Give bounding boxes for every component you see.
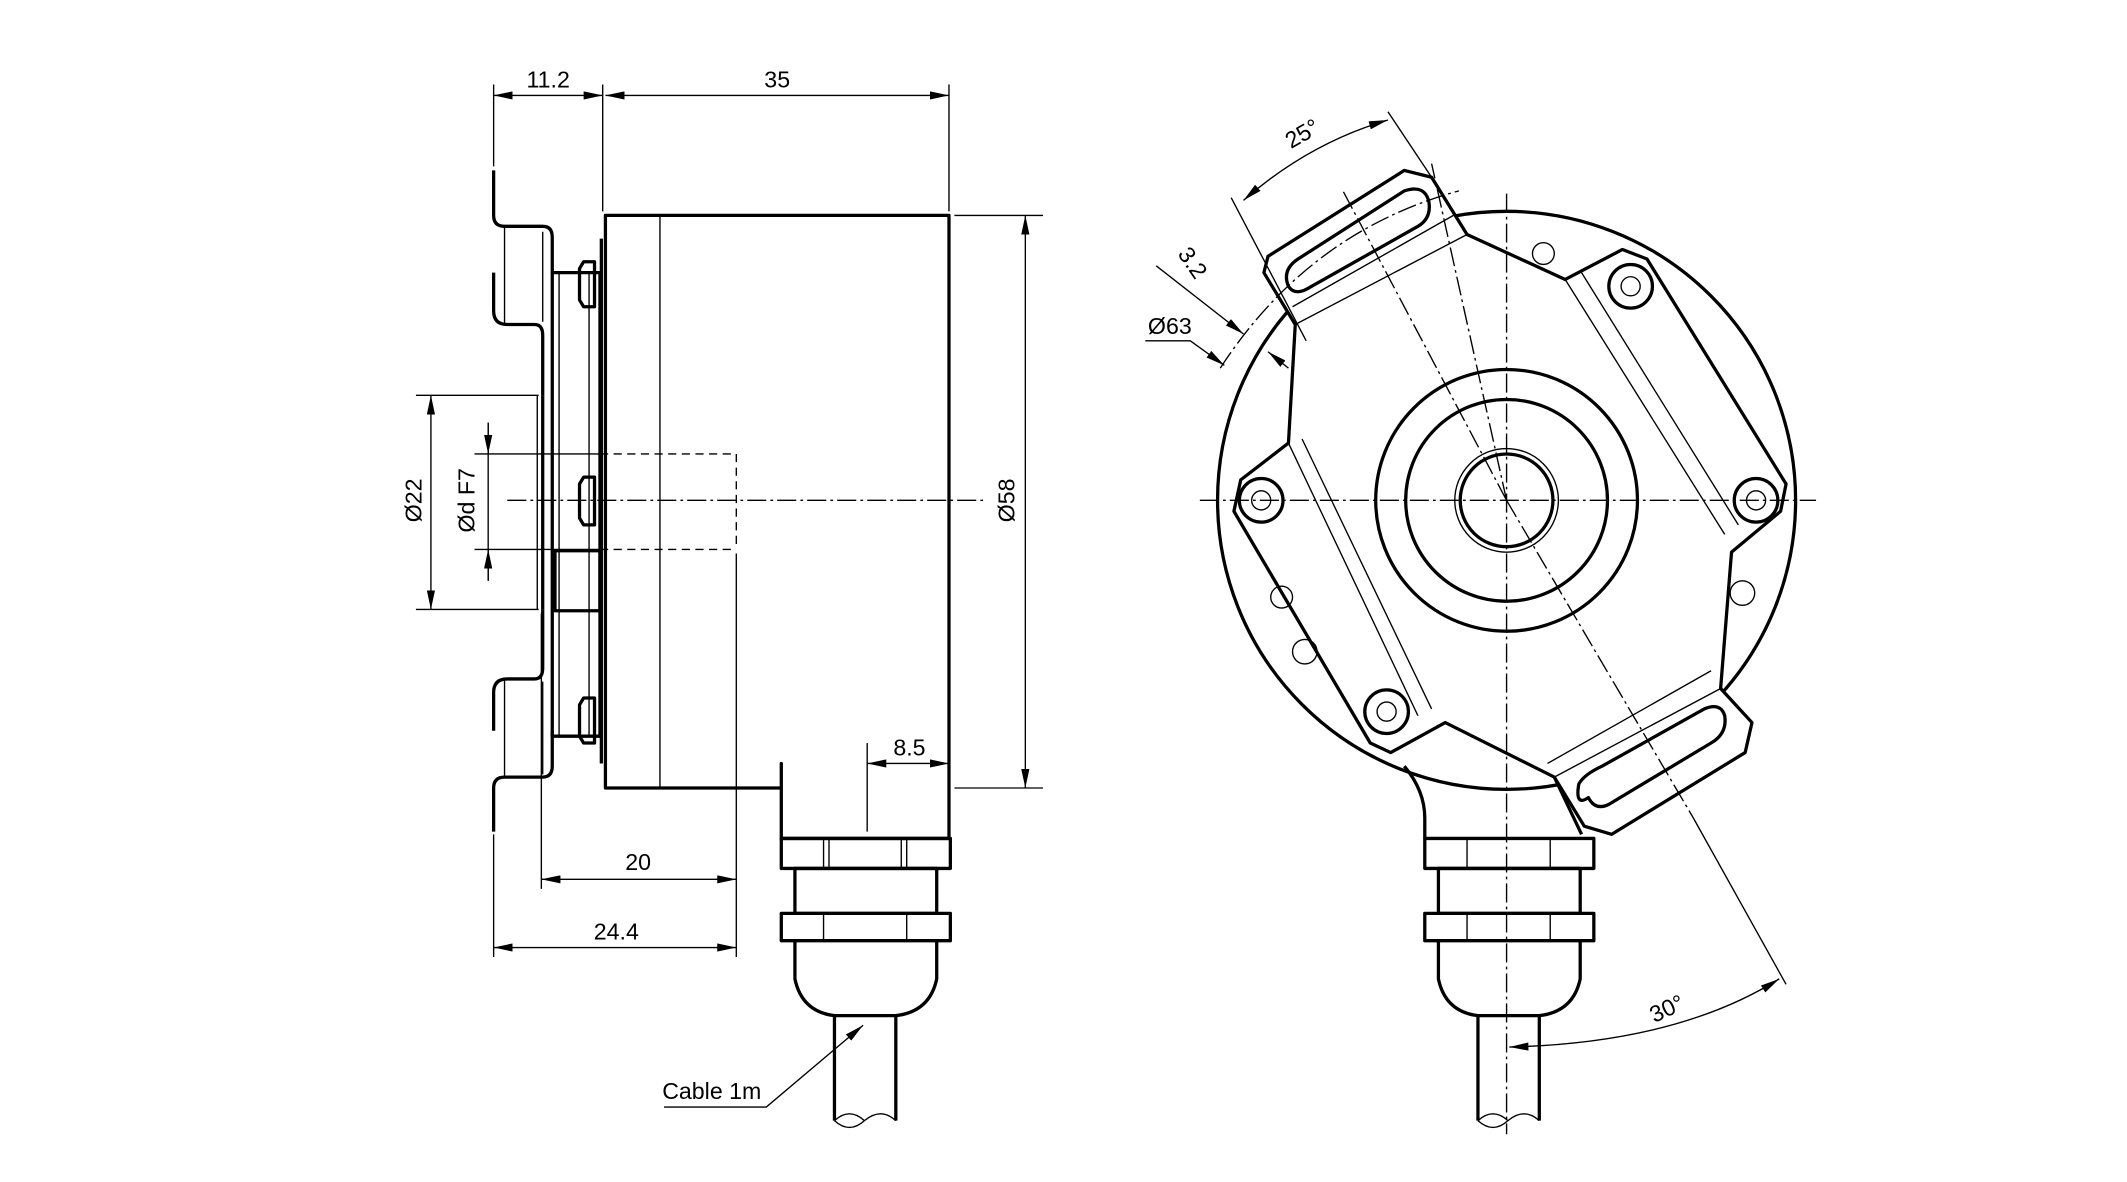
dim-bolt-circle: Ø63: [1148, 313, 1192, 339]
screw-head-top: [577, 260, 597, 309]
dim-gland-offset: 8.5: [893, 734, 925, 760]
flange-plate: [550, 260, 602, 745]
dim-total-depth: 24.4: [594, 918, 639, 944]
cable-gland: [779, 836, 952, 1129]
flange-arms: [1232, 168, 1788, 836]
dim-slot-width: 3.2: [1173, 242, 1213, 283]
front-view: 25° 3.2 Ø63 30°: [1145, 111, 1817, 1135]
slot-top-left: [1284, 187, 1431, 294]
shaft-collar: [553, 549, 602, 613]
mounting-bracket: [491, 170, 554, 832]
screw-head-bottom: [577, 696, 597, 745]
dim-flange-dia: Ø22: [400, 478, 426, 522]
cable-label: Cable 1m: [662, 1078, 761, 1104]
dim-body-dia: Ø58: [993, 478, 1019, 522]
side-view: 11.2 35 Ø22 Ød F7 Ø58 8.5 20 24.4 Cable …: [400, 66, 1044, 1129]
cable-gland-front: [1403, 765, 1596, 1129]
screw-head-mid: [577, 475, 597, 527]
slot-bottom-right: [1576, 705, 1727, 809]
dim-shaft-depth: 20: [625, 849, 651, 875]
dim-body-length: 35: [764, 66, 790, 92]
dimensions-side: 11.2 35 Ø22 Ød F7 Ø58 8.5 20 24.4 Cable …: [400, 66, 1044, 1108]
dim-shaft-dia: Ød F7: [454, 468, 480, 532]
dim-slot-angle: 25°: [1281, 113, 1324, 153]
dim-flange-depth: 11.2: [526, 66, 569, 92]
